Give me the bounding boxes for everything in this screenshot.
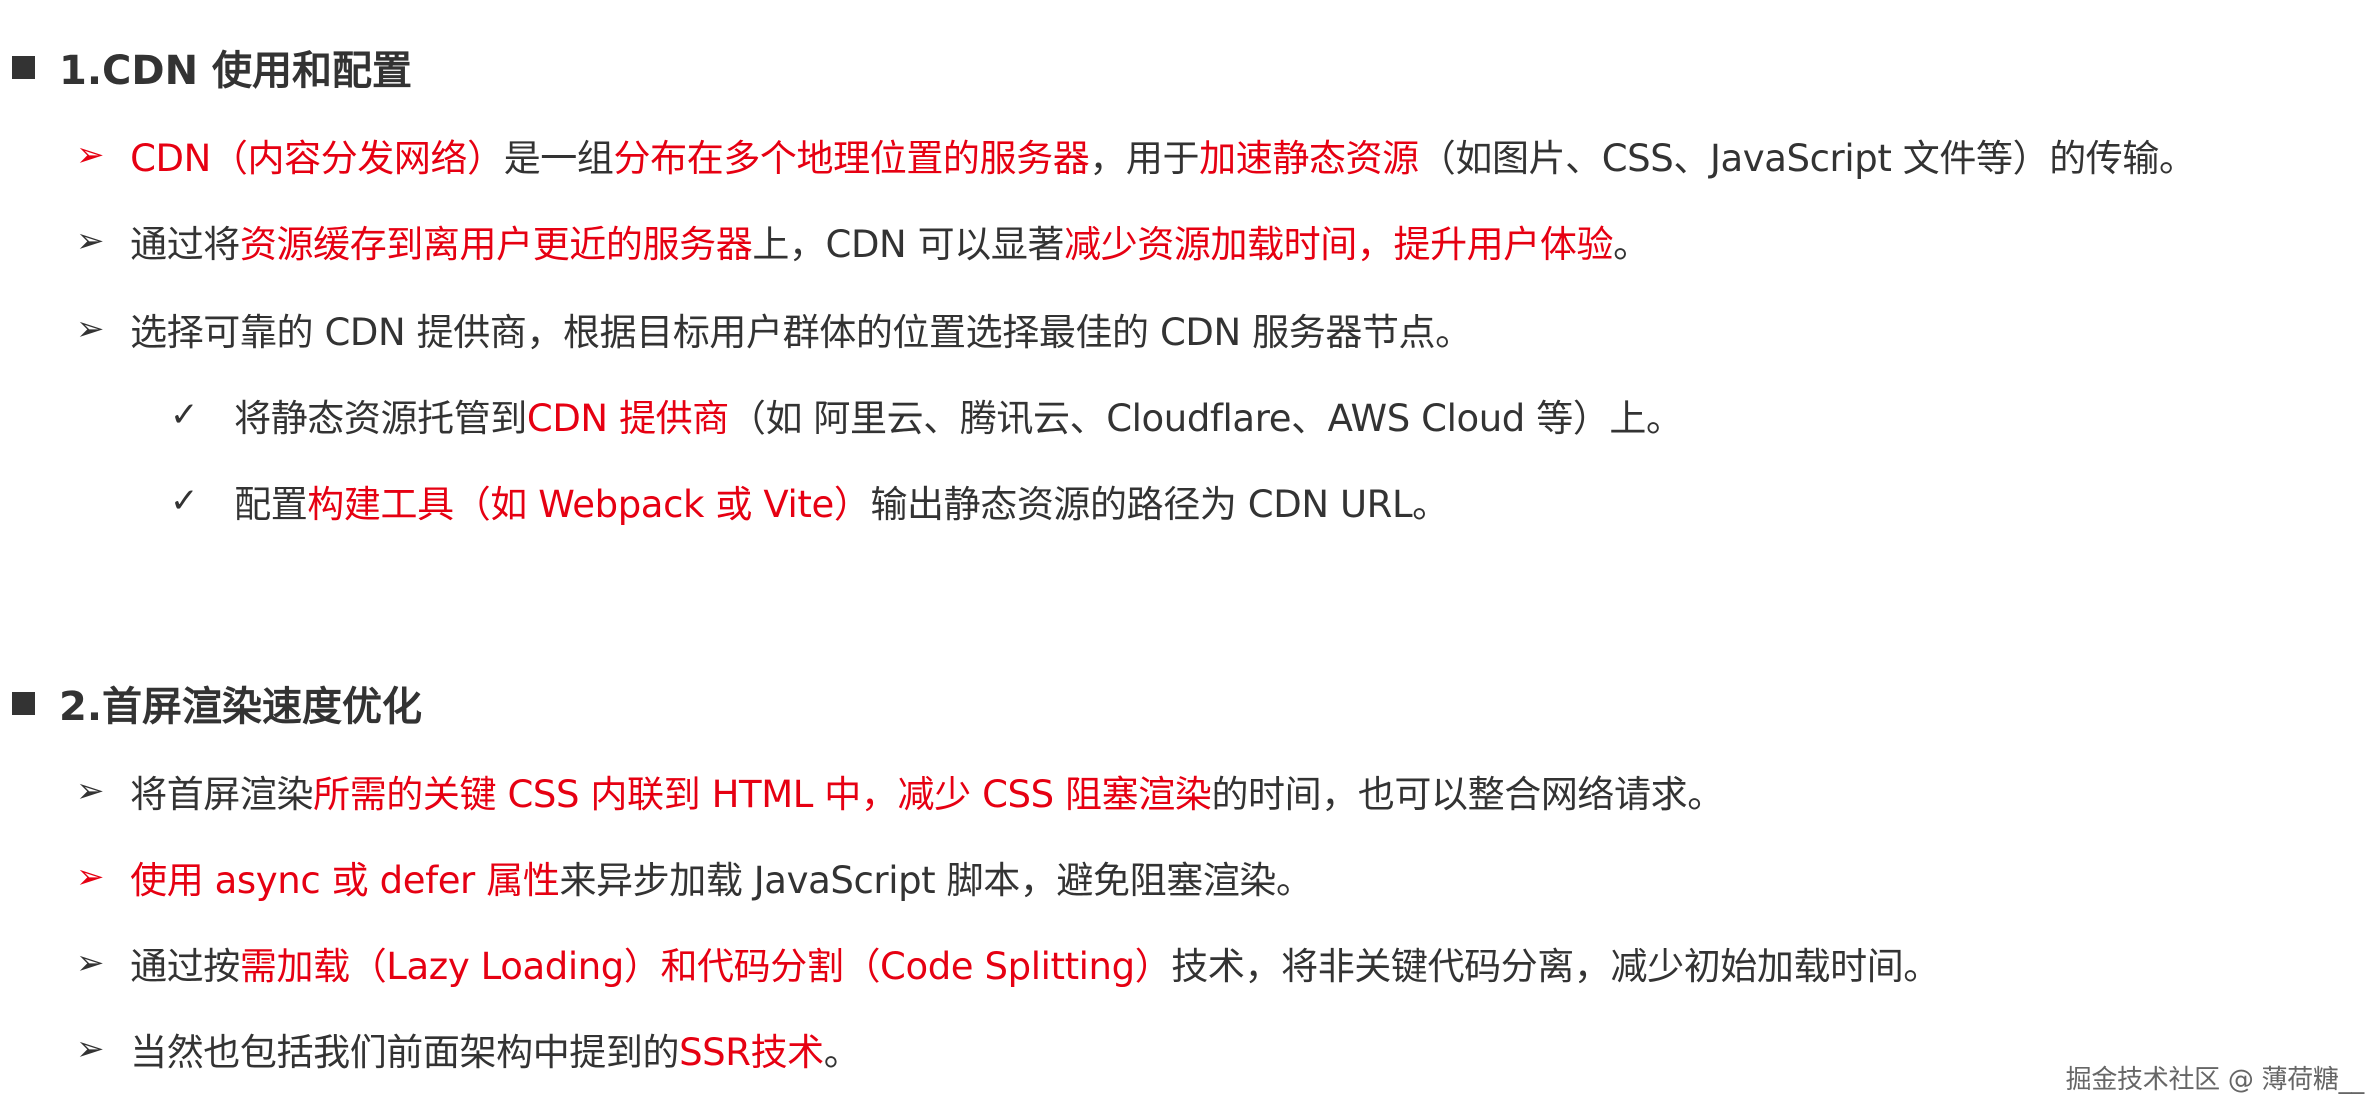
arrow-bullet-icon: ➢ xyxy=(76,857,105,897)
text-segment: 输出静态资源的路径为 CDN URL。 xyxy=(870,483,1449,526)
text-segment: 使用 async 或 defer 属性 xyxy=(130,859,560,902)
s1-item-1: ➢ CDN（内容分发网络） 是一组 分布在多个地理位置的服务器 ，用于 加速静态… xyxy=(76,128,2196,182)
text-segment: 来异步加载 JavaScript 脚本，避免阻塞渲染。 xyxy=(559,859,1313,902)
text-segment: 将静态资源托管到 xyxy=(234,397,527,440)
section-1-heading: 1.CDN 使用和配置 xyxy=(12,38,412,96)
text-segment: 资源缓存到离用户更近的服务器 xyxy=(239,223,753,266)
square-bullet-icon xyxy=(12,55,35,79)
text-segment: SSR技术 xyxy=(679,1031,824,1074)
text-segment: 选择可靠的 CDN 提供商，根据目标用户群体的位置选择最佳的 CDN 服务器节点… xyxy=(130,311,1472,354)
arrow-bullet-icon: ➢ xyxy=(76,771,105,811)
text-segment: 。 xyxy=(1613,223,1650,266)
text-segment: 上，CDN 可以显著 xyxy=(752,223,1065,266)
text-segment: 。 xyxy=(823,1031,861,1074)
text-segment: 当然也包括我们前面架构中提到的 xyxy=(130,1031,680,1074)
text-segment: CDN 提供商 xyxy=(526,397,729,440)
section-1-title: 1.CDN 使用和配置 xyxy=(59,48,412,94)
text-segment: 将首屏渲染 xyxy=(130,773,314,816)
s2-item-2: ➢ 使用 async 或 defer 属性 来异步加载 JavaScript 脚… xyxy=(76,850,1313,904)
text-segment: 配置 xyxy=(234,483,308,526)
text-segment: 技术，将非关键代码分离，减少初始加载时间。 xyxy=(1171,945,1940,988)
text-segment: 的时间，也可以整合网络请求。 xyxy=(1211,773,1724,816)
s2-item-4: ➢ 当然也包括我们前面架构中提到的 SSR技术 。 xyxy=(76,1022,861,1076)
arrow-bullet-icon: ➢ xyxy=(76,221,105,261)
arrow-bullet-icon: ➢ xyxy=(76,135,105,175)
arrow-bullet-icon: ➢ xyxy=(76,943,105,983)
s1-item-2: ➢ 通过将 资源缓存到离用户更近的服务器 上，CDN 可以显著 减少资源加载时间… xyxy=(76,214,1650,268)
text-segment: ，用于 xyxy=(1089,137,1200,180)
s1-item-3: ➢ 选择可靠的 CDN 提供商，根据目标用户群体的位置选择最佳的 CDN 服务器… xyxy=(76,302,1472,356)
section-2-title: 2.首屏渲染速度优化 xyxy=(59,684,423,730)
text-segment: 需加载（Lazy Loading）和代码分割（Code Splitting） xyxy=(239,945,1172,988)
text-segment: 所需的关键 CSS 内联到 HTML 中，减少 CSS 阻塞渲染 xyxy=(313,773,1212,816)
watermark: 掘金技术社区 @ 薄荷糖__ xyxy=(2065,1065,2365,1095)
text-segment: 通过将 xyxy=(130,223,240,266)
s1-subitem-2: ✓ 配置 构建工具（如 Webpack 或 Vite） 输出静态资源的路径为 C… xyxy=(170,474,1449,528)
square-bullet-icon xyxy=(12,691,35,715)
text-segment: 构建工具（如 Webpack 或 Vite） xyxy=(307,483,871,526)
check-icon: ✓ xyxy=(170,395,199,435)
check-icon: ✓ xyxy=(170,481,199,521)
section-2-heading: 2.首屏渲染速度优化 xyxy=(12,674,422,732)
text-segment: CDN（内容分发网络） xyxy=(130,137,504,180)
text-segment: （如图片、CSS、JavaScript 文件等）的传输。 xyxy=(1418,137,2196,180)
s2-item-3: ➢ 通过按 需加载（Lazy Loading）和代码分割（Code Splitt… xyxy=(76,936,1940,990)
text-segment: 分布在多个地理位置的服务器 xyxy=(613,137,1090,180)
arrow-bullet-icon: ➢ xyxy=(76,309,105,349)
text-segment: （如 阿里云、腾讯云、Cloudflare、AWS Cloud 等）上。 xyxy=(728,397,1683,440)
text-segment: 减少资源加载时间，提升用户体验 xyxy=(1064,223,1614,266)
text-segment: 加速静态资源 xyxy=(1199,137,1419,180)
arrow-bullet-icon: ➢ xyxy=(76,1029,105,1069)
text-segment: 通过按 xyxy=(130,945,240,988)
s2-item-1: ➢ 将首屏渲染 所需的关键 CSS 内联到 HTML 中，减少 CSS 阻塞渲染… xyxy=(76,764,1724,818)
text-segment: 是一组 xyxy=(503,137,614,180)
s1-subitem-1: ✓ 将静态资源托管到 CDN 提供商 （如 阿里云、腾讯云、Cloudflare… xyxy=(170,388,1683,442)
